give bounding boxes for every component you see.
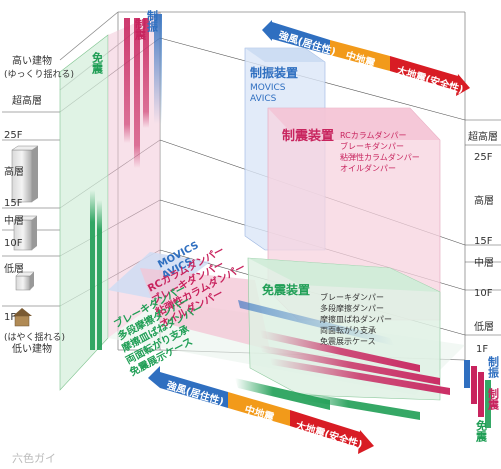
vibration-control-title: 制振装置	[250, 65, 298, 80]
left-top-caption: 高い建物	[12, 54, 52, 67]
left-seismic-damping-label: 制震	[134, 17, 148, 41]
seismic-damping-item-1: ブレーキダンパー	[340, 141, 404, 151]
top-scale-arrow	[262, 20, 470, 96]
isolation-item-1: 多段摩擦ダンパー	[320, 303, 384, 313]
left-level-25f: 25F	[4, 130, 23, 141]
right-seismic-damping-label: 制震	[487, 387, 501, 411]
seismic-damping-item-2: 粘弾性カラムダンパー	[340, 152, 420, 162]
house-icon	[13, 308, 32, 327]
right-vibration-control-label: 制振	[487, 355, 500, 379]
vibration-control-item-1: AVICS	[250, 94, 277, 104]
watermark: 六色ガイ	[12, 451, 56, 465]
left-bottom-caption-sub: 低い建物	[12, 342, 52, 355]
isolation-title: 免震装置	[262, 282, 310, 297]
isolation-item-4: 免震展示ケース	[320, 336, 376, 346]
left-level-1f: 1F	[4, 312, 16, 323]
seismic-damping-item-3: オイルダンパー	[340, 163, 396, 173]
left-level-low: 低層	[4, 262, 24, 275]
isolation-item-2: 摩擦皿ばねダンパー	[320, 314, 392, 324]
left-level-superhigh: 超高層	[12, 94, 42, 107]
isolation-item-3: 両面転がり支承	[320, 325, 376, 335]
isolation-item-0: ブレーキダンパー	[320, 292, 384, 302]
tall-building-icon	[11, 145, 39, 203]
left-level-10f: 10F	[4, 238, 23, 249]
right-level-low: 低層	[474, 320, 494, 333]
low-building-icon	[15, 271, 35, 291]
right-level-15f: 15F	[474, 236, 493, 247]
mid-building-icon	[13, 215, 38, 251]
vibration-control-item-0: MOVICS	[250, 83, 286, 93]
seismic-damping-item-0: RCカラムダンパー	[340, 130, 407, 140]
left-level-mid: 中層	[4, 214, 24, 227]
left-vibration-control-label: 制振	[146, 9, 159, 33]
left-level-15f: 15F	[4, 198, 23, 209]
floor-streaks	[235, 300, 450, 420]
seismic-damping-floor-strip	[140, 268, 270, 350]
right-level-1f: 1F	[476, 344, 488, 355]
right-level-superhigh: 超高層	[468, 130, 498, 143]
left-level-high: 高層	[4, 165, 24, 178]
left-bottom-caption: (はやく揺れる)	[4, 331, 65, 343]
left-isolation-label: 免震	[91, 51, 105, 75]
left-top-caption-sub: (ゆっくり揺れる)	[4, 68, 74, 80]
right-axis-bars	[464, 360, 491, 428]
right-level-10f: 10F	[474, 288, 493, 299]
seismic-damping-title: 制震装置	[282, 128, 334, 144]
building-icons	[11, 145, 39, 327]
right-level-mid: 中層	[474, 256, 494, 269]
right-level-high: 高層	[474, 194, 494, 207]
bottom-scale-arrow	[148, 366, 374, 454]
right-level-25f: 25F	[474, 152, 493, 163]
right-isolation-label: 免震	[475, 419, 489, 443]
vertical-bands	[90, 14, 162, 350]
